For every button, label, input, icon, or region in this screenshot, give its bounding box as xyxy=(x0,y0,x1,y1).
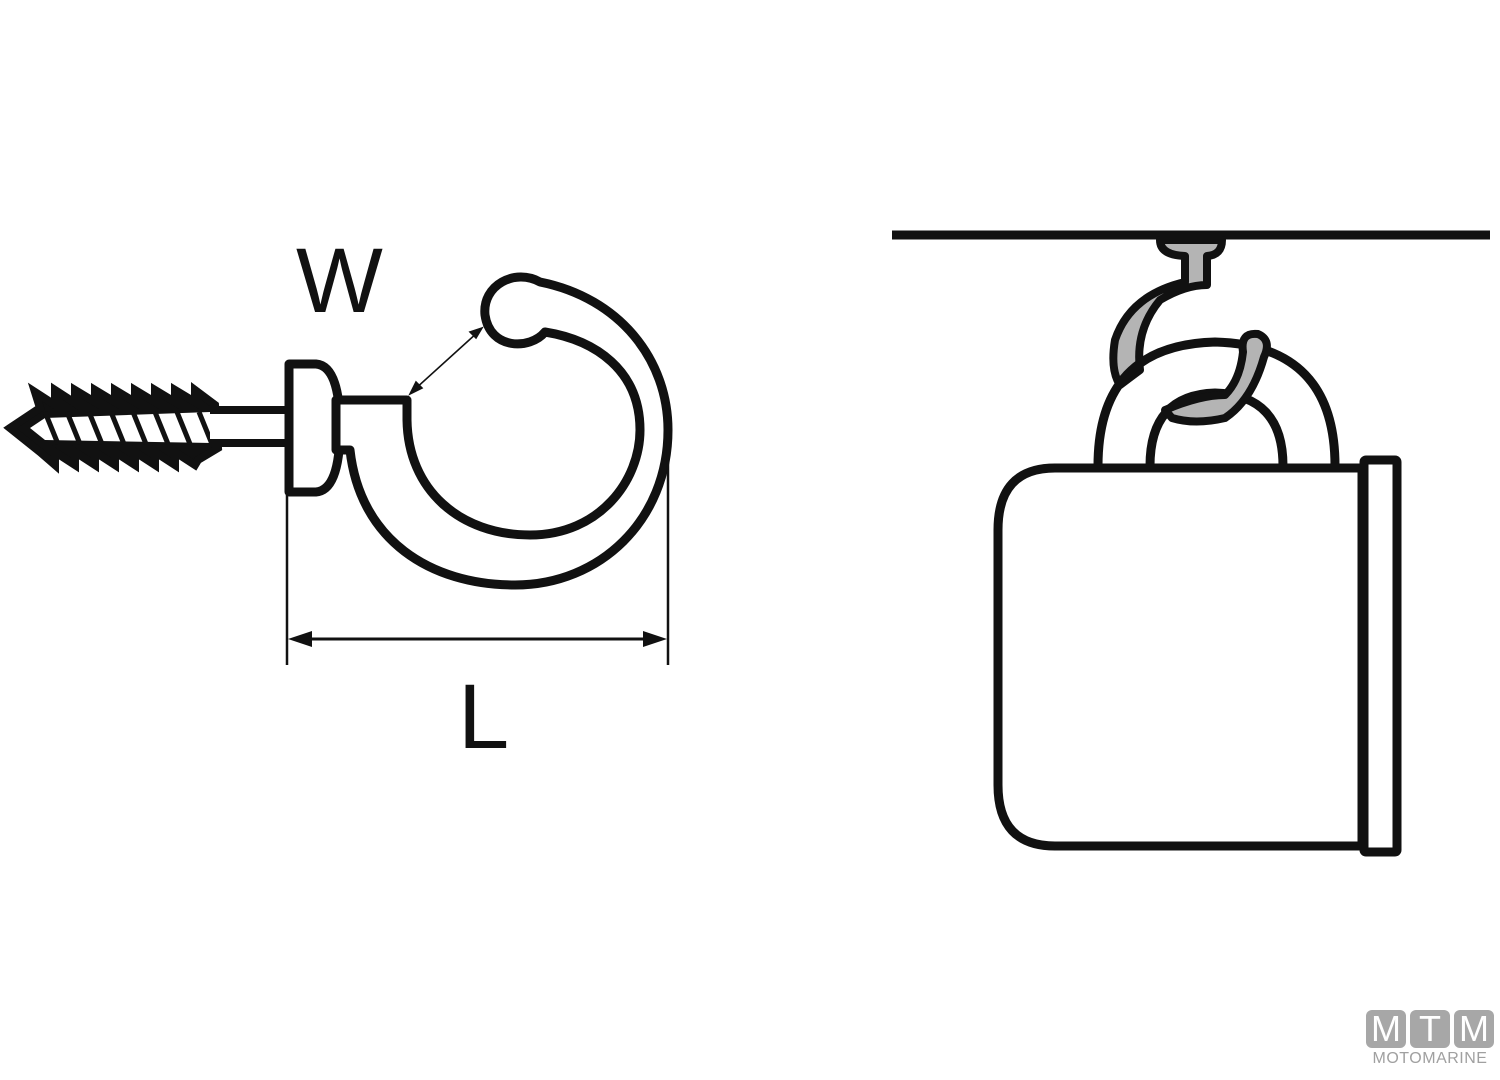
mug-hanging-figure xyxy=(892,230,1490,857)
length-label: L xyxy=(458,666,509,768)
screw-shank xyxy=(210,406,290,447)
width-dimension-arrow xyxy=(408,326,484,396)
mug-rim xyxy=(1359,455,1402,857)
logo-letter-m2: M xyxy=(1454,1010,1494,1048)
ceiling-hook xyxy=(1109,236,1226,389)
mug-body xyxy=(993,463,1367,851)
motomarine-logo: M T M MOTOMARINE xyxy=(1366,1010,1494,1074)
logo-letters: M T M xyxy=(1366,1010,1494,1048)
cup-hook-figure: W L xyxy=(3,230,673,768)
width-label: W xyxy=(296,230,383,332)
logo-subtitle: MOTOMARINE xyxy=(1372,1050,1488,1067)
mug-handle-outer xyxy=(1093,337,1340,467)
ceiling-hook-tip xyxy=(1161,329,1271,426)
screw-thread xyxy=(3,382,223,474)
logo-letter-t: T xyxy=(1410,1010,1450,1048)
length-dimension xyxy=(285,430,670,665)
logo-letter-m1: M xyxy=(1366,1010,1406,1048)
hook-body xyxy=(331,272,673,590)
